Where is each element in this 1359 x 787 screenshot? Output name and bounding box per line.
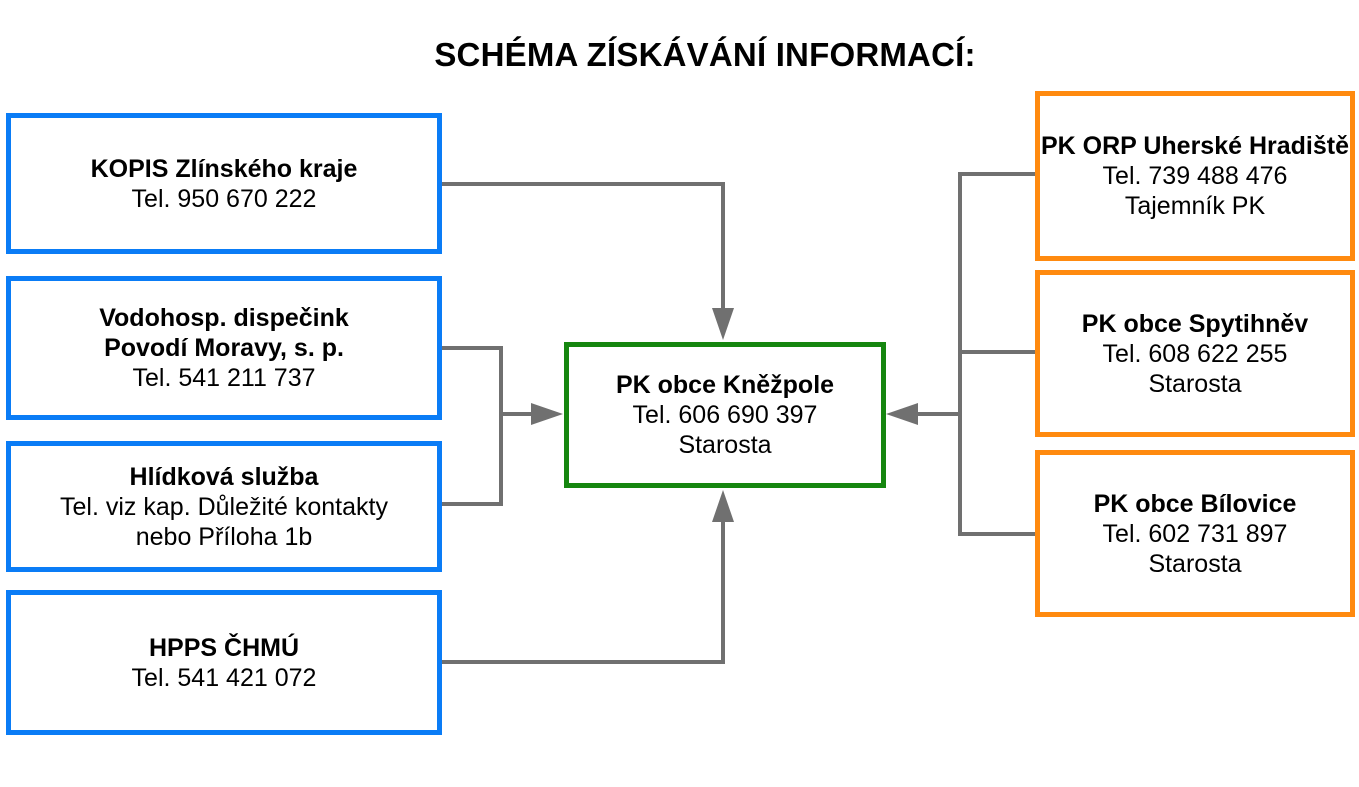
box-line: Tel. 541 421 072: [131, 663, 317, 692]
box-center-knezpole: PK obce Kněžpole Tel. 606 690 397 Staros…: [564, 342, 886, 488]
box-name: KOPIS Zlínského kraje: [90, 154, 358, 183]
box-line: Tel. 602 731 897: [1102, 519, 1288, 548]
arrowhead-left: [531, 403, 563, 425]
box-line: nebo Příloha 1b: [135, 522, 313, 551]
arrowhead-right: [886, 403, 918, 425]
box-name: PK ORP Uherské Hradiště: [1041, 132, 1349, 160]
box-line: Tel. 950 670 222: [131, 184, 317, 213]
box-name: PK obce Spytihněv: [1081, 309, 1309, 338]
connector-vodohosp: [441, 346, 503, 506]
diagram-title: SCHÉMA ZÍSKÁVÁNÍ INFORMACÍ:: [434, 36, 976, 73]
box-name: Vodohosp. dispečink: [99, 304, 349, 332]
box-line: Tel. viz kap. Důležité kontakty: [60, 492, 388, 521]
box-line: Starosta: [1148, 549, 1242, 578]
connector-hpps: [441, 520, 725, 664]
box-spytihnev: PK obce Spytihněv Tel. 608 622 255 Staro…: [1035, 270, 1355, 437]
box-kopis: KOPIS Zlínského kraje Tel. 950 670 222: [6, 113, 442, 254]
box-name: PK obce Bílovice: [1093, 489, 1297, 518]
box-line: Tel. 608 622 255: [1102, 339, 1288, 368]
box-bilovice: PK obce Bílovice Tel. 602 731 897 Staros…: [1035, 450, 1355, 617]
box-line: Starosta: [678, 431, 772, 459]
box-hpps: HPPS ČHMÚ Tel. 541 421 072: [6, 590, 442, 735]
arrowhead-top: [712, 308, 734, 340]
box-name: Povodí Moravy, s. p.: [104, 334, 344, 362]
box-vodohosp: Vodohosp. dispečink Povodí Moravy, s. p.…: [6, 276, 442, 420]
connector-kopis: [441, 182, 725, 312]
box-line: Tel. 541 211 737: [132, 364, 316, 392]
box-orp-uherske-hradiste: PK ORP Uherské Hradiště Tel. 739 488 476…: [1035, 91, 1355, 261]
box-name: Hlídková služba: [129, 462, 319, 491]
box-hlidkova: Hlídková služba Tel. viz kap. Důležité k…: [6, 441, 442, 572]
box-name: PK obce Kněžpole: [615, 371, 835, 399]
box-line: Starosta: [1148, 369, 1242, 398]
box-line: Tajemník PK: [1124, 192, 1266, 220]
box-line: Tel. 739 488 476: [1102, 162, 1288, 190]
box-name: HPPS ČHMÚ: [148, 633, 299, 662]
box-line: Tel. 606 690 397: [632, 401, 818, 429]
arrowhead-bottom: [712, 490, 734, 522]
